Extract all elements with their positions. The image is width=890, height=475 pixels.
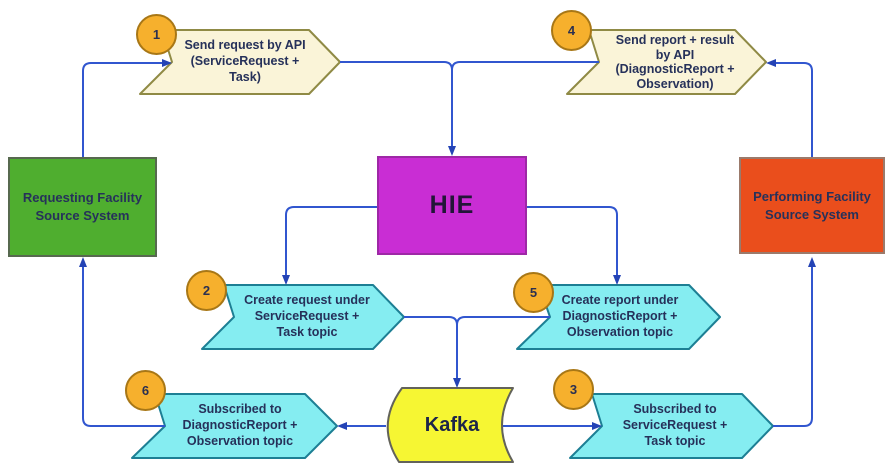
edge-performing-to-step4 bbox=[766, 59, 813, 157]
step-4-badge: 4 bbox=[551, 10, 592, 51]
kafka-label: Kafka bbox=[424, 413, 480, 436]
step-3-badge: 3 bbox=[553, 369, 594, 410]
connector-group bbox=[79, 59, 816, 430]
edge-step5-to-kafka bbox=[456, 316, 550, 326]
step-1-chevron-shape bbox=[139, 29, 341, 95]
edge-step4-to-hie bbox=[451, 61, 599, 71]
step-3-label: Subscribed to ServiceRequest + Task topi… bbox=[622, 402, 728, 448]
step-6-label: Subscribed to DiagnosticReport + Observa… bbox=[182, 402, 298, 448]
edge-step6-to-requesting bbox=[79, 257, 165, 427]
edge-hie-to-step5 bbox=[527, 206, 621, 285]
step-5-label: Create report under DiagnosticReport + O… bbox=[561, 293, 679, 339]
requesting-facility-box: Requesting Facility Source System bbox=[8, 157, 157, 257]
step-4-label: Send report + result by API (DiagnosticR… bbox=[615, 33, 735, 91]
step-2-label: Create request under ServiceRequest + Ta… bbox=[244, 293, 370, 339]
performing-facility-label: Performing Facility Source System bbox=[753, 188, 871, 222]
hie-label: HIE bbox=[429, 190, 475, 219]
edge-hie-to-step2 bbox=[282, 206, 377, 285]
edge-step2-to-kafka bbox=[404, 316, 461, 388]
step-1-label: Send request by API (ServiceRequest + Ta… bbox=[184, 38, 306, 84]
step-3-chevron-shape bbox=[569, 393, 774, 459]
step-1-badge: 1 bbox=[136, 14, 177, 55]
performing-facility-box: Performing Facility Source System bbox=[739, 157, 885, 254]
hie-box: HIE bbox=[377, 156, 527, 255]
edge-step1-to-hie bbox=[340, 61, 456, 156]
step-6-badge: 6 bbox=[125, 370, 166, 411]
edge-step3-to-performing bbox=[773, 257, 816, 427]
kafka-shape bbox=[386, 387, 514, 463]
step-2-badge: 2 bbox=[186, 270, 227, 311]
step-5-badge: 5 bbox=[513, 272, 554, 313]
edge-requesting-to-step1 bbox=[82, 59, 172, 157]
step-2-chevron-shape bbox=[201, 284, 405, 350]
requesting-facility-label: Requesting Facility Source System bbox=[22, 190, 143, 223]
